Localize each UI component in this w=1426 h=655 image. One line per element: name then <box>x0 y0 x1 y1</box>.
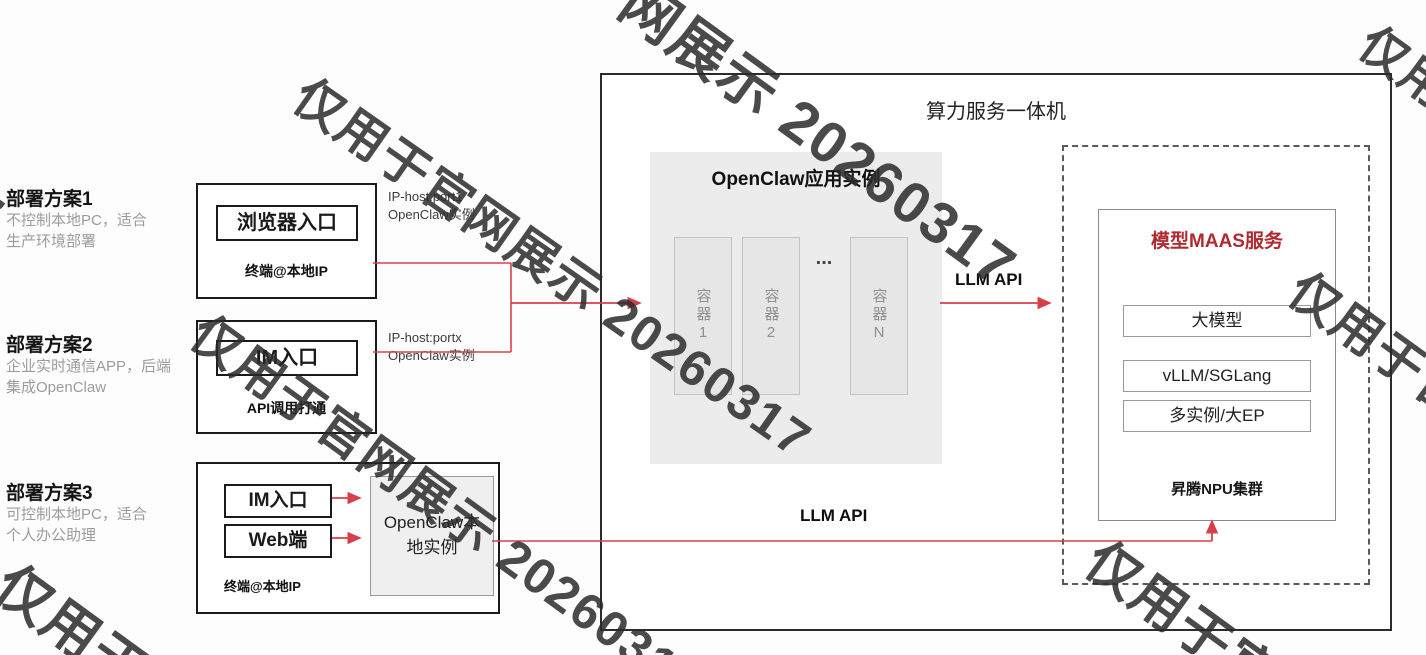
entry1-box: 浏览器入口 终端@本地IP <box>196 183 377 299</box>
conn1-line2: OpenClaw实例 <box>388 206 475 222</box>
conn1-line1: IP-host:port1 <box>388 189 463 204</box>
plan2-desc: 企业实时通信APP，后端集成OpenClaw <box>6 358 172 396</box>
conn1-label: IP-host:port1 OpenClaw实例 <box>388 188 475 223</box>
plan1-title: 部署方案1 <box>6 189 93 210</box>
container-2: 容器2 <box>742 237 800 395</box>
plan3-title: 部署方案3 <box>6 483 93 504</box>
compute-machine-title: 算力服务一体机 <box>926 101 1066 123</box>
entry1-sub: 终端@本地IP <box>245 263 328 279</box>
container-n: 容器N <box>850 237 908 395</box>
openclaw-local-instance-label: OpenClaw本地实例 <box>383 513 481 557</box>
maas-box: 模型MAAS服务 大模型 vLLM/SGLang 多实例/大EP 昇腾NPU集群 <box>1098 209 1336 521</box>
plan3-desc: 可控制本地PC，适合个人办公助理 <box>6 506 147 544</box>
maas-title: 模型MAAS服务 <box>1151 231 1283 252</box>
entry2-title: IM入口 <box>216 340 358 376</box>
conn2-line2: OpenClaw实例 <box>388 347 475 363</box>
entry3-web: Web端 <box>224 524 332 558</box>
entry2-box: IM入口 API调用打通 <box>196 320 377 434</box>
openclaw-app-title: OpenClaw应用实例 <box>711 169 881 190</box>
conn2-line1: IP-host:portx <box>388 330 462 345</box>
maas-item-model: 大模型 <box>1123 305 1311 337</box>
openclaw-app-box: OpenClaw应用实例 容器1 容器2 ... 容器N <box>650 152 942 464</box>
plan2-title: 部署方案2 <box>6 335 93 356</box>
entry2-sub: API调用打通 <box>246 400 327 416</box>
entry3-sub: 终端@本地IP <box>224 579 301 594</box>
entry3-box: IM入口 Web端 OpenClaw本地实例 终端@本地IP <box>196 462 500 614</box>
maas-footer: 昇腾NPU集群 <box>1171 481 1263 498</box>
entry1-title: 浏览器入口 <box>216 205 358 241</box>
container-1: 容器1 <box>674 237 732 395</box>
maas-item-vllm: vLLM/SGLang <box>1123 360 1311 392</box>
llm-api-label-top: LLM API <box>955 270 1023 289</box>
npu-dashed-box: 模型MAAS服务 大模型 vLLM/SGLang 多实例/大EP 昇腾NPU集群 <box>1062 145 1370 585</box>
openclaw-local-instance: OpenClaw本地实例 <box>370 476 494 596</box>
entry3-im: IM入口 <box>224 484 332 518</box>
plan1-desc: 不控制本地PC，适合生产环境部署 <box>6 212 147 250</box>
llm-api-label-bottom: LLM API <box>800 506 868 525</box>
compute-machine-box: 算力服务一体机 OpenClaw应用实例 容器1 容器2 ... 容器N 模型M… <box>600 73 1392 631</box>
containers-ellipsis: ... <box>815 247 833 269</box>
maas-item-multi: 多实例/大EP <box>1123 400 1311 432</box>
conn2-label: IP-host:portx OpenClaw实例 <box>388 329 475 364</box>
